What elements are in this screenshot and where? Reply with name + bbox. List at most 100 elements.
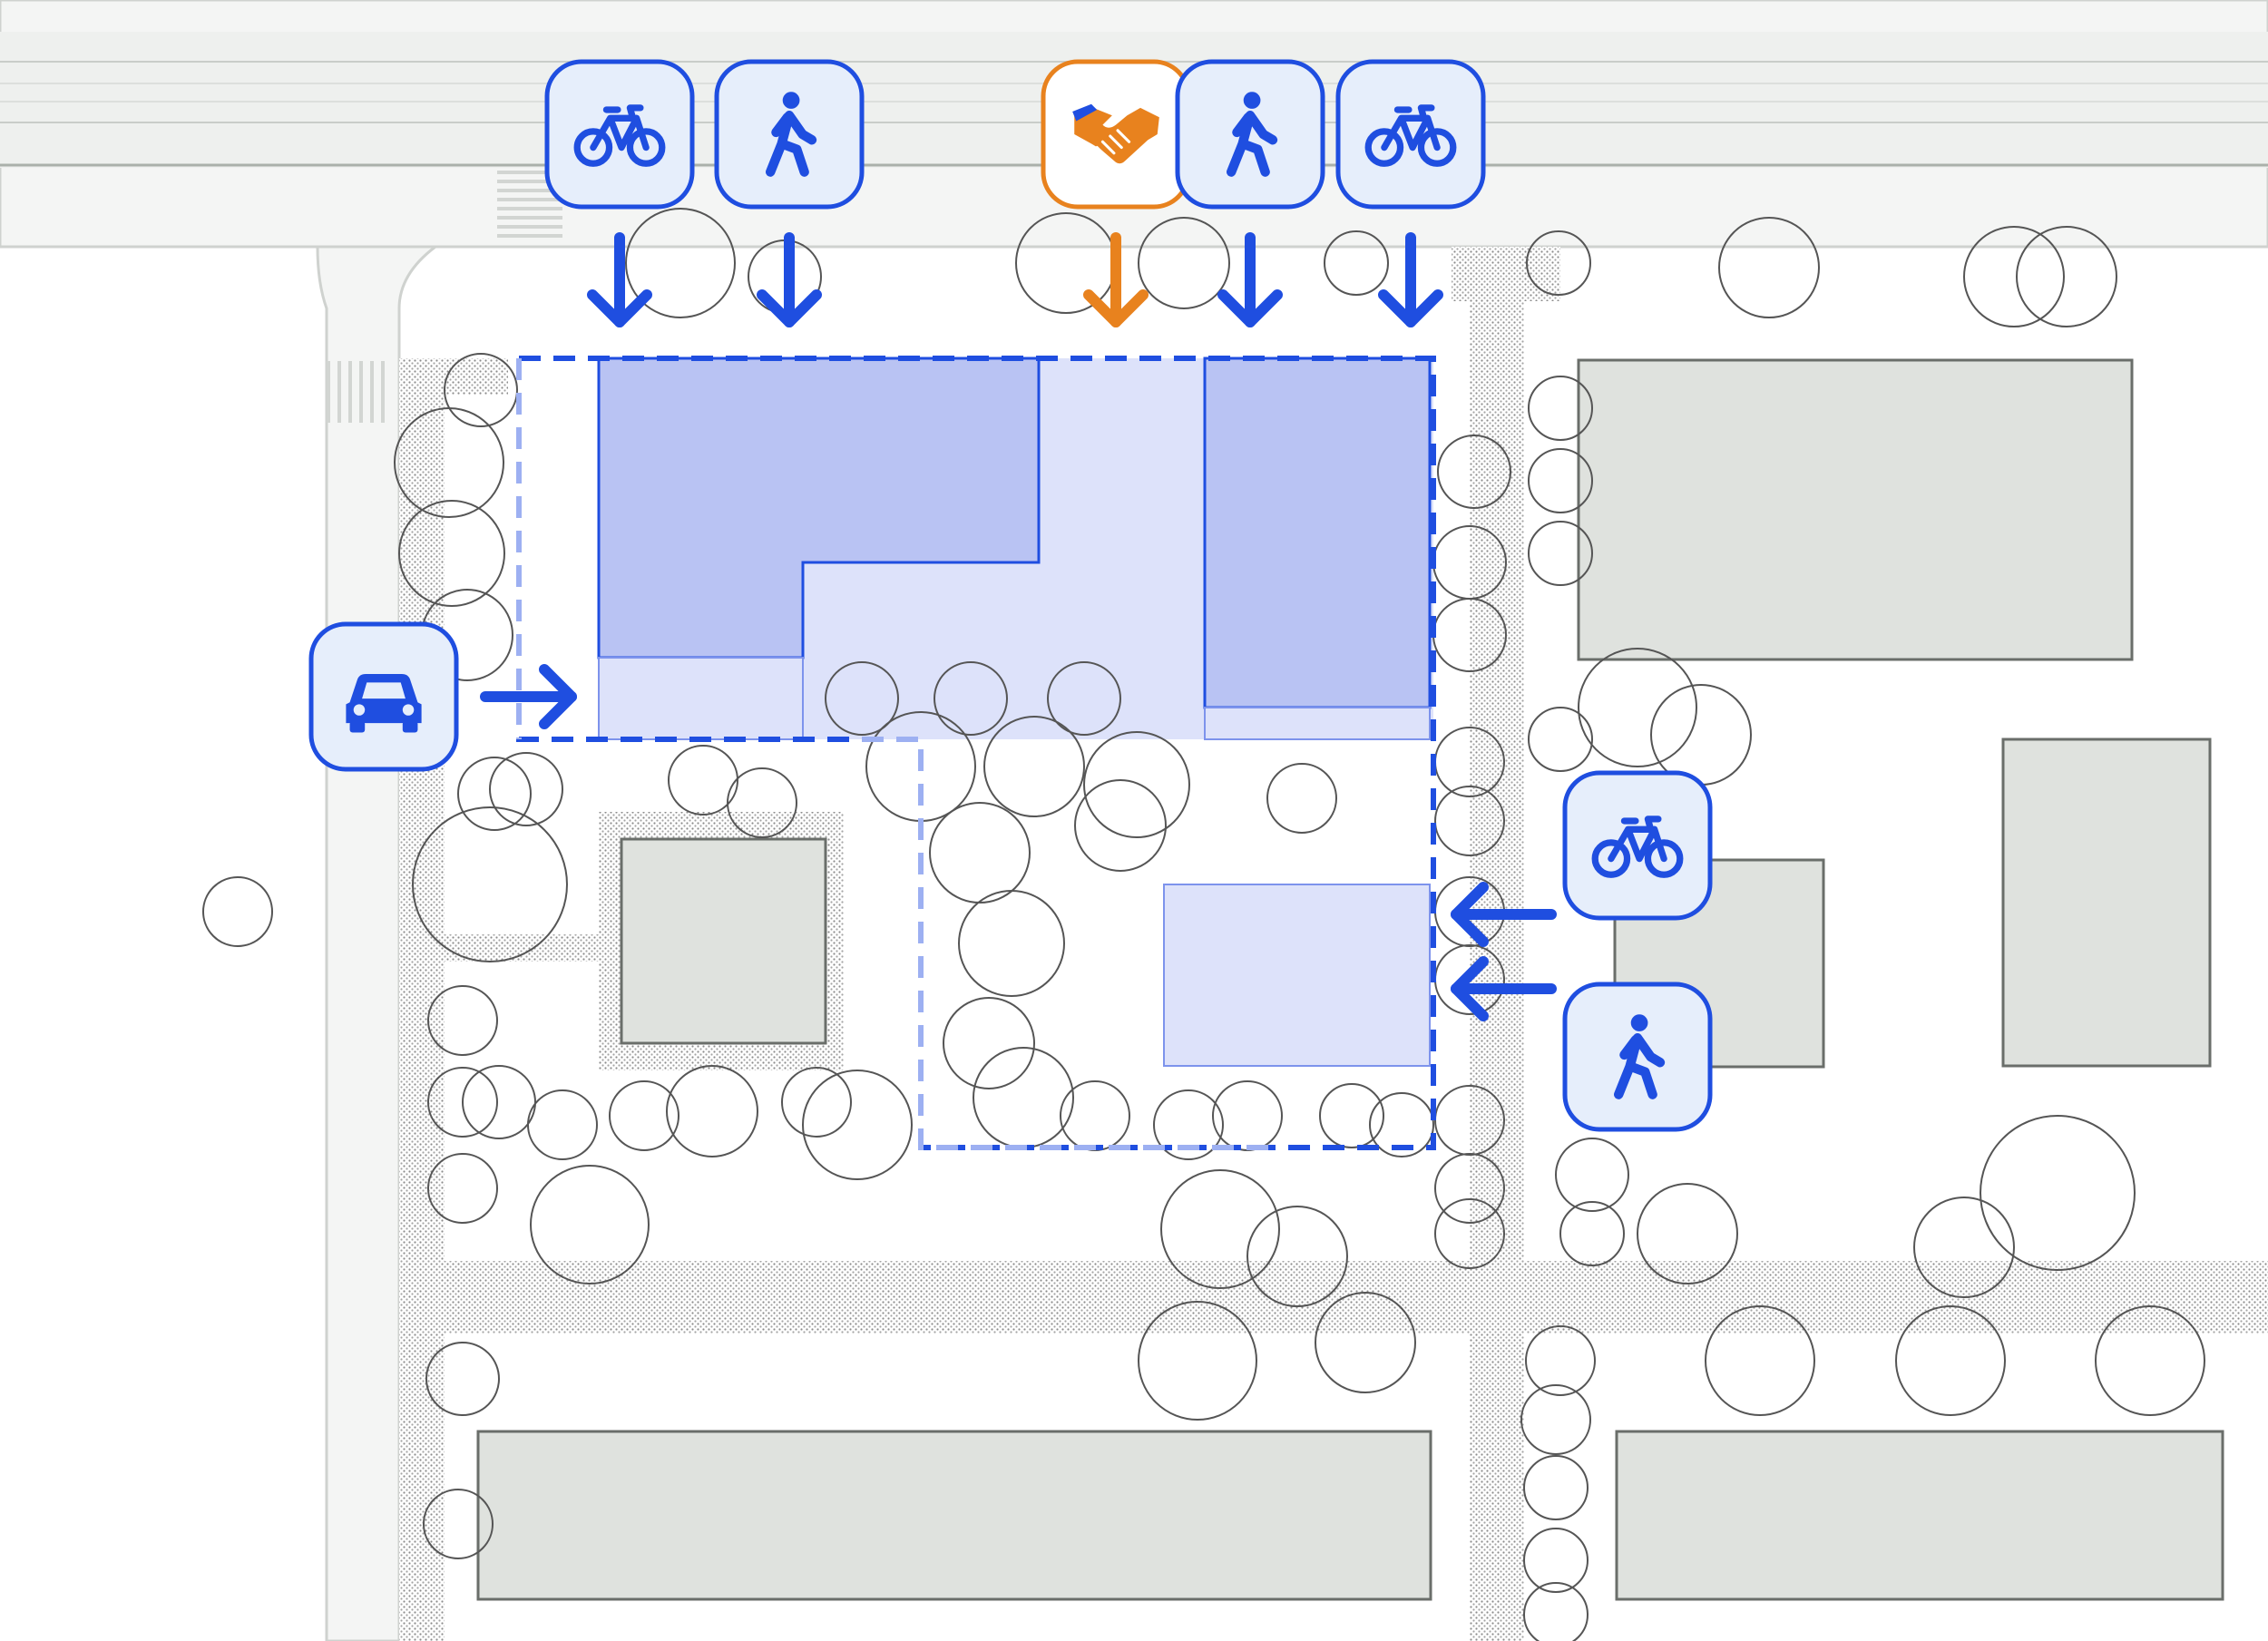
arrow-head (587, 289, 652, 327)
tree (1434, 786, 1505, 856)
tree (427, 1067, 498, 1138)
existing-building (476, 1430, 1432, 1601)
tree (2016, 226, 2117, 327)
access-point-north-partnership (1041, 59, 1191, 327)
tree (802, 1070, 913, 1180)
new-building-east (1203, 357, 1432, 709)
tree (1578, 648, 1697, 767)
access-points (308, 59, 1713, 1132)
existing-building (620, 837, 827, 1045)
tree (973, 1047, 1074, 1148)
tree (943, 997, 1035, 1089)
tree (1520, 1384, 1591, 1455)
tree (609, 1080, 679, 1151)
tree (530, 1165, 650, 1284)
tree (1434, 1198, 1505, 1269)
access-point-north-pedestrian (714, 59, 865, 327)
tree (1528, 376, 1593, 441)
tree (983, 716, 1085, 817)
tree (1319, 1083, 1384, 1148)
pedestrian-icon-tile (714, 59, 865, 210)
existing-building (1615, 1430, 2224, 1601)
tree (423, 1489, 494, 1559)
pedestrian-icon-tile (1175, 59, 1325, 210)
trees (202, 208, 2205, 1641)
tree (929, 802, 1031, 904)
tree (412, 806, 568, 962)
tree (1528, 448, 1593, 513)
new-building-south (1163, 884, 1431, 1067)
tree (1637, 1183, 1738, 1284)
new-building-annex (598, 657, 804, 740)
tree (444, 353, 518, 427)
existing-building (2001, 737, 2212, 1068)
access-point-north-bicycle (1335, 59, 1486, 327)
tree (1074, 779, 1167, 872)
tree (1913, 1197, 2015, 1298)
tree (1718, 217, 1820, 318)
tree (1138, 1301, 1257, 1421)
existing-buildings (476, 358, 2224, 1601)
tree (1160, 1169, 1280, 1289)
tree (727, 767, 797, 838)
arrow-head (1451, 956, 1489, 1021)
tree (668, 745, 738, 816)
access-point-north-pedestrian (1175, 59, 1325, 327)
access-point-west-car (308, 621, 577, 772)
tree (781, 1067, 852, 1138)
tree (1525, 1325, 1596, 1396)
existing-building (1577, 358, 2134, 661)
access-point-east-pedestrian (1451, 956, 1713, 1132)
tree (1523, 1455, 1589, 1520)
tree (1153, 1089, 1224, 1160)
tree (1369, 1092, 1434, 1157)
tree (394, 407, 504, 518)
site-boundary (516, 356, 1436, 1150)
tree (1246, 1206, 1348, 1307)
crosswalk (327, 171, 562, 423)
arrow-head (1083, 289, 1149, 327)
tree (425, 1342, 500, 1416)
tree (1083, 731, 1190, 838)
tree (1324, 230, 1389, 296)
new-building-annex (1204, 707, 1431, 740)
tree (958, 890, 1065, 997)
tree (1559, 1201, 1625, 1266)
tree (666, 1065, 758, 1157)
tree (489, 752, 563, 826)
tree (427, 985, 498, 1056)
access-point-north-bicycle (544, 59, 695, 327)
tree (527, 1089, 598, 1160)
tree (1705, 1305, 1815, 1416)
tree (427, 1153, 498, 1224)
tree (398, 500, 505, 607)
tree (457, 757, 532, 831)
tree (1434, 1153, 1505, 1224)
tree (1047, 661, 1121, 736)
tree (1528, 521, 1593, 586)
tree (1980, 1115, 2136, 1271)
arrow-head (539, 664, 577, 729)
tree (1266, 763, 1337, 834)
tree (1963, 226, 2065, 327)
tree (1315, 1292, 1416, 1393)
project-buildings (597, 357, 1433, 1067)
arrow-head (1217, 289, 1283, 327)
tree (1437, 435, 1511, 509)
tree (1212, 1080, 1283, 1151)
access-point-east-bicycle (1451, 770, 1713, 947)
tree (1555, 1138, 1629, 1212)
tree (825, 661, 899, 736)
arrow-head (757, 289, 822, 327)
tree (202, 876, 273, 947)
tree (1526, 230, 1591, 296)
tree (1138, 217, 1230, 309)
tree (1650, 684, 1752, 786)
pedestrian-icon-tile (1562, 982, 1713, 1132)
tree (1060, 1080, 1130, 1151)
tree (934, 661, 1008, 736)
tree (1528, 707, 1593, 772)
